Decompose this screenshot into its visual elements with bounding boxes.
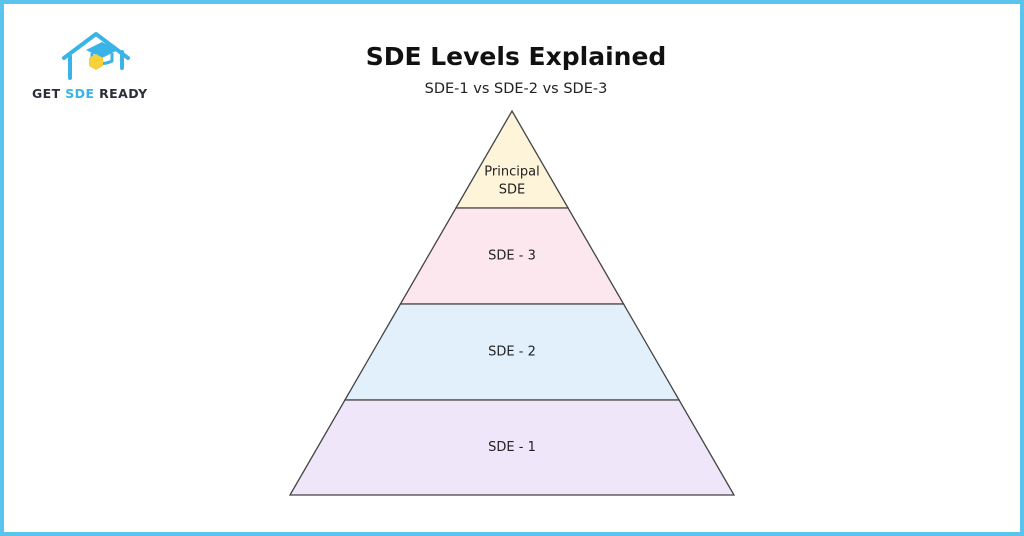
graduation-house-icon	[62, 32, 130, 80]
page-title: SDE Levels Explained	[365, 42, 667, 71]
tier-label-sde-3: SDE - 3	[488, 249, 536, 264]
brand-name: GET SDE READY	[32, 86, 162, 101]
tier-label-principal-sde: SDE	[499, 183, 525, 198]
pyramid-tier-sde-1	[288, 399, 736, 496]
brand-name-part2: READY	[94, 86, 148, 101]
brand-logo[interactable]: GET SDE READY	[32, 28, 162, 108]
tier-label-principal-sde: Principal	[484, 165, 539, 180]
tier-label-sde-2: SDE - 2	[488, 345, 536, 360]
brand-name-part1: GET	[32, 86, 66, 101]
page-subtitle: SDE-1 vs SDE-2 vs SDE-3	[424, 81, 608, 97]
tier-label-sde-1: SDE - 1	[488, 440, 536, 455]
brand-name-accent: SDE	[65, 86, 95, 101]
